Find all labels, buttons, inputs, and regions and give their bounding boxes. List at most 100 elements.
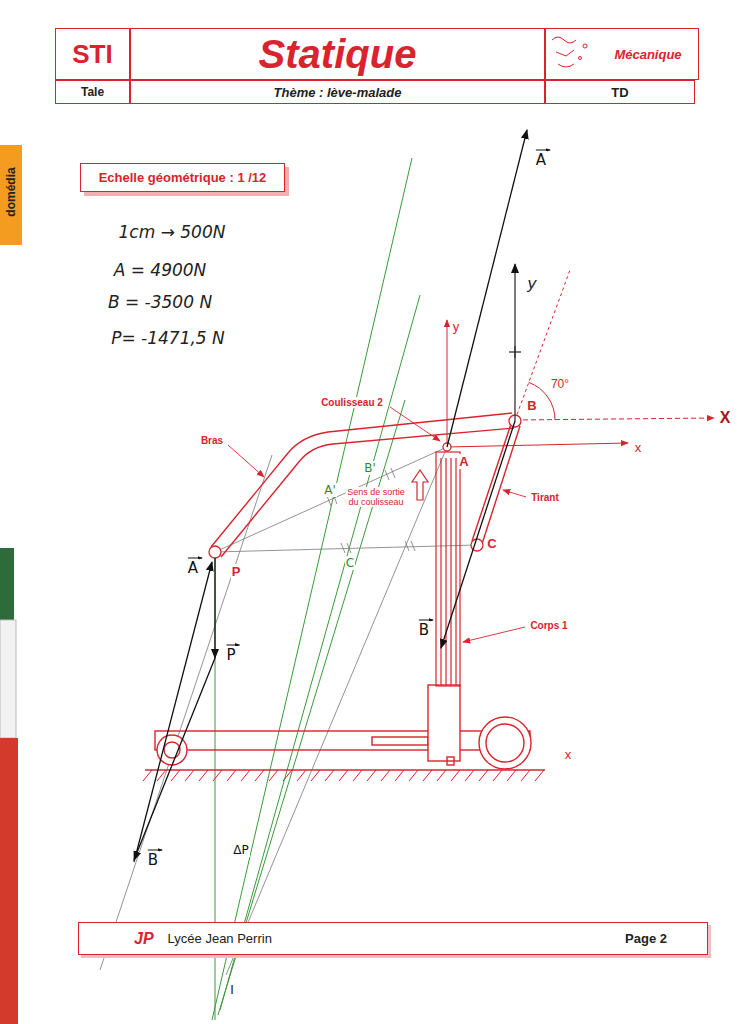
leader-line: [463, 627, 525, 642]
vector-name: B: [418, 621, 430, 639]
handwritten-value: P= -1471,5 N: [110, 328, 226, 348]
ground-hatch: [493, 770, 502, 781]
vector-name: B: [147, 851, 159, 869]
ground-hatch: [535, 770, 544, 781]
binder-tab: [0, 145, 22, 245]
ground-hatch: [255, 770, 264, 781]
logo-cell: STI: [55, 28, 130, 80]
tie-rod: [482, 426, 520, 544]
ground-hatch: [451, 770, 460, 781]
vector-name: A: [535, 151, 547, 169]
lift-arm: [211, 413, 512, 547]
ground-hatch: [213, 770, 222, 781]
angle-value: 70°: [550, 377, 570, 391]
green-construction-line: [212, 158, 420, 1020]
lift-chassis: [145, 769, 545, 770]
axis-name: y: [452, 319, 461, 334]
binder-tab: [0, 145, 22, 245]
logo-scribble: [556, 50, 574, 56]
ground-hatch: [185, 770, 194, 781]
ground-hatch: [409, 770, 418, 781]
construction-line: [347, 543, 351, 553]
logo-scribble: [552, 37, 587, 67]
part-name: Coulisseau 2: [320, 397, 384, 408]
force-vector: [514, 264, 515, 421]
scale-box: Echelle géométrique : 1 /12: [80, 163, 285, 192]
lift-arm: [221, 428, 514, 557]
ground-hatch: [311, 770, 320, 781]
point-name: P: [231, 564, 242, 579]
construction-line: [385, 470, 389, 480]
red-axis: [447, 270, 714, 447]
force-vector: [134, 562, 212, 862]
lift-chassis: [486, 724, 524, 762]
part-name: Corps 1: [529, 620, 568, 631]
handwritten-value: B = -3500 N: [107, 292, 213, 312]
pivot: [209, 415, 521, 558]
construction-line: [100, 455, 272, 970]
axis-name: x: [564, 747, 573, 762]
ground-hatch: [465, 770, 474, 781]
lift-column: [440, 458, 441, 685]
ground-hatch: [143, 770, 152, 781]
force-vector: [134, 658, 215, 860]
ground-hatch: [437, 770, 446, 781]
vector-name: P: [225, 646, 236, 664]
type-cell: TD: [545, 80, 695, 104]
lift-column: [450, 458, 451, 685]
ground-hatch: [479, 770, 488, 781]
lift-chassis: [447, 757, 454, 765]
line-name: A': [323, 483, 337, 497]
line-name: ΔP: [232, 843, 249, 857]
ground-hatch: [269, 770, 278, 781]
ground-hatch: [241, 770, 250, 781]
point-name: A: [458, 454, 469, 469]
construction-line: [405, 541, 409, 551]
subject-text: Mécanique: [614, 47, 681, 62]
line-name: B': [363, 461, 377, 475]
class-cell: Tale: [55, 80, 130, 104]
school-name: Lycée Jean Perrin: [168, 931, 272, 946]
construction-line: [411, 541, 415, 551]
pen: [0, 738, 18, 1024]
handwritten-value: A = 4900N: [113, 260, 208, 280]
construction-line: [327, 496, 331, 506]
lift-column: [436, 452, 460, 686]
lift-column: [455, 458, 456, 685]
construction-line: [100, 447, 477, 975]
logo-scribble: [583, 44, 587, 48]
lift-chassis: [372, 737, 428, 745]
theme-cell: Thème : lève-malade: [130, 80, 545, 104]
scale-text: Echelle géométrique : 1 /12: [99, 170, 267, 185]
subject-cell: Mécanique: [545, 28, 699, 80]
theme-text: Thème : lève-malade: [274, 85, 402, 100]
construction-line: [226, 447, 447, 975]
lift-column: [445, 458, 446, 685]
force-vector: [214, 558, 215, 658]
point-name: I: [229, 983, 235, 997]
point-name: C: [486, 536, 497, 551]
red-axis: [515, 418, 714, 420]
red-axis: [447, 320, 448, 447]
pen: [0, 548, 18, 1024]
ground-hatch: [423, 770, 432, 781]
ground-hatch: [283, 770, 292, 781]
lift-column: [412, 452, 460, 686]
red-axis: [447, 443, 628, 447]
title-text: Statique: [259, 32, 417, 77]
green-construction-line: [212, 158, 412, 1020]
vector-name: A: [187, 559, 199, 577]
point-name: B: [526, 398, 537, 413]
ground-hatch: [353, 770, 362, 781]
logo-scribble: [579, 57, 582, 60]
lift-chassis: [145, 685, 545, 770]
ground-hatch: [507, 770, 516, 781]
axis-name: x: [634, 440, 643, 455]
force-vector: [514, 346, 515, 358]
construction-line: [341, 543, 345, 553]
class-text: Tale: [81, 85, 104, 99]
lift-arm: [211, 413, 514, 557]
footer-box: JPLycée Jean PerrinPage 2: [78, 922, 708, 955]
ground-hatch: [157, 770, 166, 781]
title-cell: Statique: [130, 28, 545, 80]
